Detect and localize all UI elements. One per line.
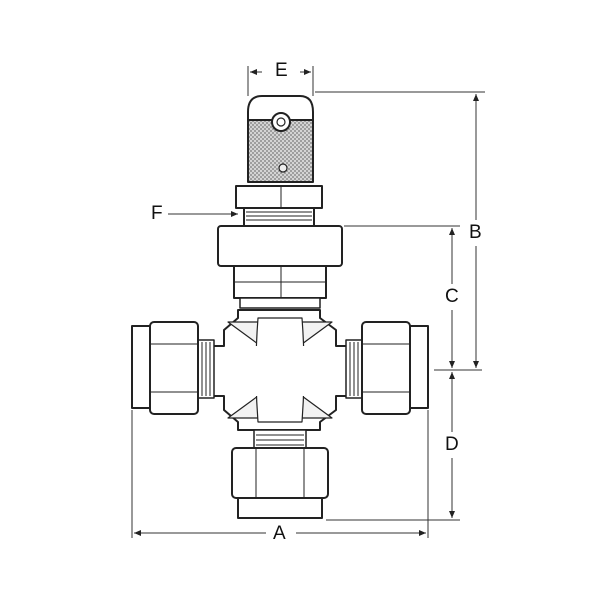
dimension-label-b: B bbox=[466, 223, 485, 243]
dimension-label-c: C bbox=[442, 287, 462, 307]
left-nut bbox=[149, 321, 199, 415]
dimension-label-f: F bbox=[148, 204, 166, 224]
valve-handle bbox=[247, 95, 314, 183]
dimension-label-e: E bbox=[272, 61, 291, 81]
bonnet bbox=[217, 225, 343, 267]
right-nut bbox=[361, 321, 411, 415]
dimension-label-d: D bbox=[442, 435, 462, 455]
panel-thread bbox=[243, 207, 315, 227]
dimension-label-a: A bbox=[270, 524, 289, 544]
bottom-nut bbox=[231, 447, 329, 499]
panel-nut bbox=[235, 185, 323, 209]
